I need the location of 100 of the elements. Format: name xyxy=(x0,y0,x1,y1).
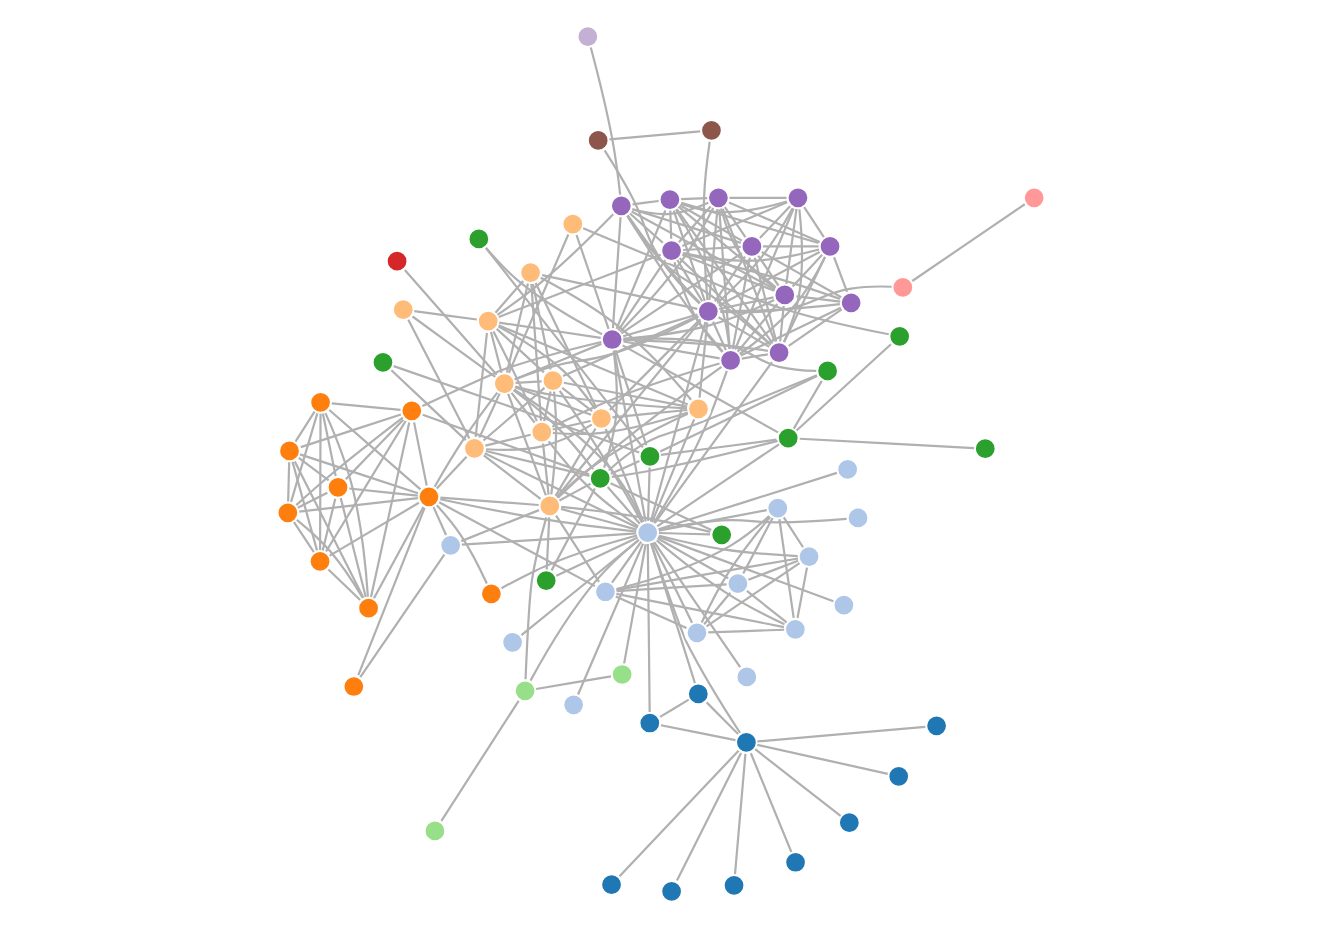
connector xyxy=(645,467,650,521)
connector xyxy=(484,433,530,447)
connector xyxy=(622,337,816,373)
connector xyxy=(677,205,711,244)
connector xyxy=(561,314,698,378)
connector xyxy=(659,438,776,457)
connector xyxy=(713,255,745,303)
connector xyxy=(727,201,820,243)
connector xyxy=(617,749,739,877)
connector xyxy=(484,246,602,336)
connector xyxy=(717,296,773,311)
connector xyxy=(549,488,595,571)
connector xyxy=(292,460,364,599)
connector xyxy=(622,544,646,664)
node-circle xyxy=(657,237,684,264)
connector xyxy=(491,330,537,422)
connector xyxy=(439,496,538,507)
connector xyxy=(615,557,798,591)
connector xyxy=(677,257,771,346)
connector xyxy=(730,257,750,350)
connector xyxy=(795,295,840,303)
connector xyxy=(602,149,700,305)
node-circle xyxy=(559,692,586,718)
connector xyxy=(657,471,837,531)
node-circle xyxy=(733,664,759,690)
connector xyxy=(539,276,691,401)
connector xyxy=(324,420,406,553)
connector xyxy=(602,350,617,468)
node-circle xyxy=(528,419,554,445)
connector xyxy=(504,283,528,373)
connector xyxy=(546,440,638,528)
connector xyxy=(732,753,746,875)
connector xyxy=(550,362,719,428)
connector xyxy=(781,209,802,343)
connector xyxy=(655,443,779,528)
connector xyxy=(722,206,746,238)
node-circle xyxy=(415,484,441,510)
connector xyxy=(603,428,644,523)
connector xyxy=(657,531,710,536)
connector xyxy=(549,391,557,495)
connector xyxy=(513,315,698,381)
connector xyxy=(711,321,726,351)
connector xyxy=(368,422,410,598)
node-circle xyxy=(1020,185,1046,211)
node-circle xyxy=(835,810,861,836)
connector xyxy=(657,509,766,532)
connector xyxy=(506,234,569,374)
connector xyxy=(672,261,723,353)
connector xyxy=(680,201,818,245)
connector xyxy=(610,541,642,584)
node-circle xyxy=(844,505,870,531)
connector xyxy=(421,413,589,476)
connector xyxy=(719,285,891,314)
connector xyxy=(787,308,842,347)
connector xyxy=(356,507,425,676)
connector xyxy=(717,209,730,349)
node-circle xyxy=(781,616,808,643)
node-circle xyxy=(724,571,750,597)
connector xyxy=(513,342,601,381)
node-circle xyxy=(784,185,810,211)
connector xyxy=(619,252,742,335)
connector xyxy=(652,361,772,524)
connector xyxy=(551,411,688,436)
node-circle xyxy=(716,347,743,374)
node-circle xyxy=(771,282,797,308)
node-circle xyxy=(421,818,447,844)
node-circle xyxy=(830,592,856,618)
connector xyxy=(707,209,718,301)
connector xyxy=(609,460,639,475)
node-circle xyxy=(656,186,682,213)
connector xyxy=(699,516,770,623)
connector xyxy=(652,541,741,668)
connector xyxy=(625,215,723,353)
node-circle xyxy=(684,396,711,422)
connector xyxy=(614,210,666,330)
node-circle xyxy=(834,456,860,483)
connector xyxy=(910,203,1025,282)
node-circle xyxy=(795,543,821,570)
connector xyxy=(675,752,742,882)
connector xyxy=(519,539,639,636)
connector xyxy=(676,205,776,289)
node-circle xyxy=(889,274,915,301)
node-circle xyxy=(354,595,381,621)
connector xyxy=(511,389,594,470)
connector xyxy=(534,675,611,691)
connector xyxy=(484,247,643,448)
connector xyxy=(720,208,775,342)
connector xyxy=(557,482,591,502)
connector xyxy=(529,283,542,421)
node-circle xyxy=(816,233,842,260)
connector xyxy=(658,375,817,453)
connector xyxy=(625,214,700,304)
connector xyxy=(559,507,636,531)
connector xyxy=(289,413,318,503)
connector xyxy=(528,538,639,682)
connector xyxy=(610,439,777,478)
connector xyxy=(344,418,404,480)
connector xyxy=(621,344,778,434)
node-circle xyxy=(474,308,500,334)
connector xyxy=(668,210,672,239)
